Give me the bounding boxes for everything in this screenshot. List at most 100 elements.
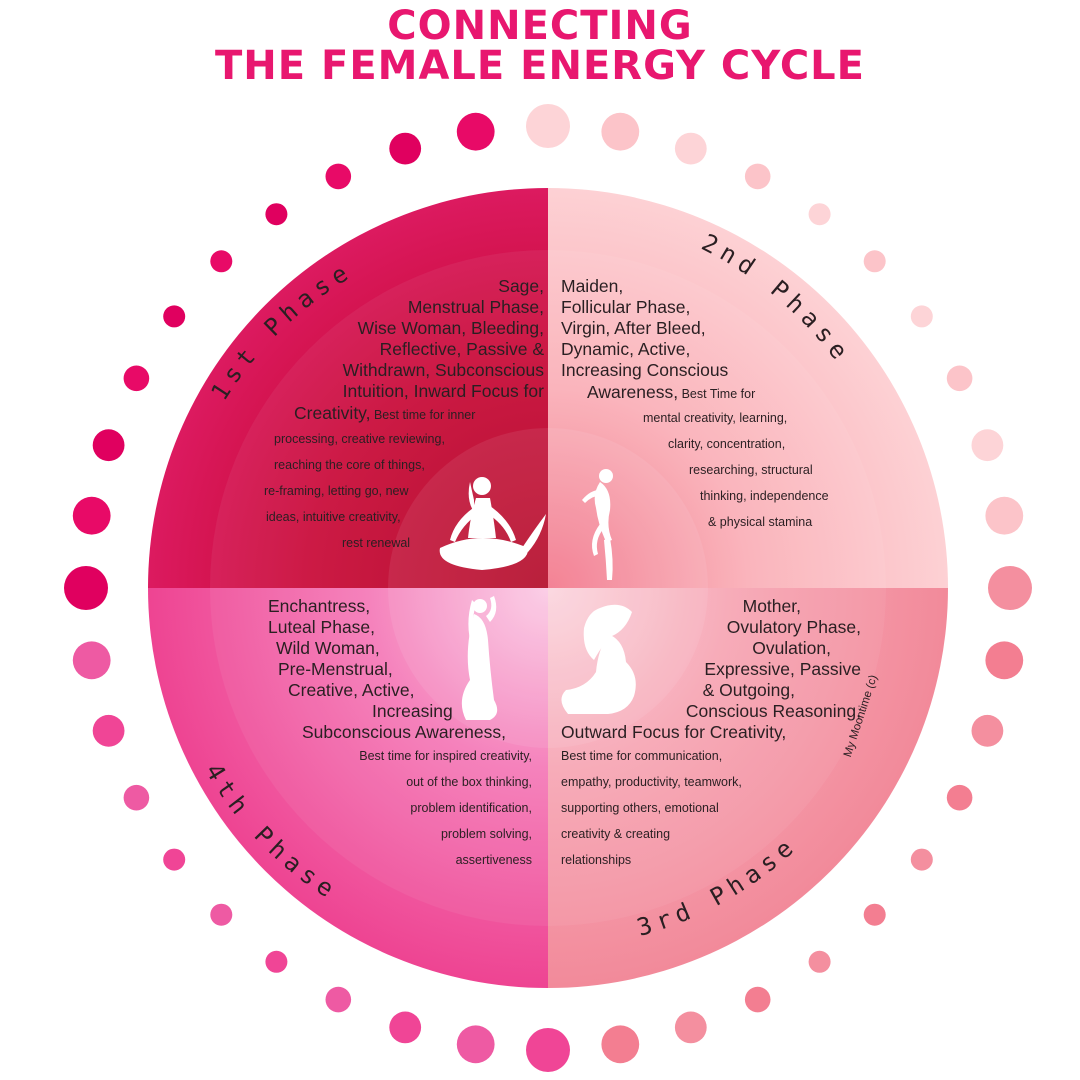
phase-4-small-line: assertiveness bbox=[455, 853, 532, 867]
phase-3-quadrant bbox=[548, 588, 948, 988]
phase-2-small-line: mental creativity, learning, bbox=[643, 411, 788, 425]
phase-4-line: Wild Woman, bbox=[276, 638, 380, 658]
cycle-dot bbox=[210, 250, 233, 273]
phase-4-small-line: problem solving, bbox=[440, 827, 532, 841]
phase-4-small-line: Best time for inspired creativity, bbox=[359, 749, 532, 763]
cycle-dot bbox=[863, 903, 886, 926]
phase-4-line: Subconscious Awareness, bbox=[302, 722, 506, 742]
phase-1-mixed-line: Creativity, Best time for inner bbox=[214, 402, 544, 426]
phase-2-quadrant bbox=[548, 188, 948, 588]
title-line-1: CONNECTING bbox=[387, 3, 693, 49]
phase-1-line: Reflective, Passive & bbox=[379, 339, 544, 359]
phase-3-small-line: supporting others, emotional bbox=[561, 801, 719, 815]
cycle-dot bbox=[601, 112, 640, 151]
phase-4-small-line: out of the box thinking, bbox=[406, 775, 532, 789]
cycle-dot bbox=[389, 132, 422, 165]
phase-3-small-line: Best time for communication, bbox=[561, 749, 723, 763]
cycle-dot bbox=[971, 714, 1004, 747]
phase-4-description: Enchantress, Luteal Phase, Wild Woman, P… bbox=[232, 596, 532, 873]
phase-1-quadrant bbox=[148, 188, 548, 588]
phase-1-small-line: ideas, intuitive creativity, bbox=[266, 510, 401, 524]
phase-1-line: Menstrual Phase, bbox=[407, 297, 544, 317]
phase-1-description: Sage, Menstrual Phase, Wise Woman, Bleed… bbox=[214, 276, 544, 556]
phase-2-line: Dynamic, Active, bbox=[561, 339, 691, 359]
phase-4-small-line: problem identification, bbox=[410, 801, 532, 815]
phase-1-small-line: rest renewal bbox=[342, 536, 411, 550]
phase-2-line: Maiden, bbox=[561, 276, 624, 296]
cycle-dot bbox=[985, 641, 1024, 680]
phase-3-line: Mother, bbox=[742, 596, 801, 616]
phase-4-line: Enchantress, bbox=[268, 596, 371, 616]
phase-3-small-line: empathy, productivity, teamwork, bbox=[561, 775, 742, 789]
phase-1-line: Wise Woman, Bleeding, bbox=[357, 318, 544, 338]
phase-2-small-line: clarity, concentration, bbox=[668, 437, 786, 451]
enchantress-woman-icon bbox=[461, 596, 498, 720]
phase-2-mixed-big: Awareness, bbox=[587, 382, 679, 402]
cycle-dot bbox=[123, 784, 150, 811]
cycle-dot bbox=[92, 714, 125, 747]
phase-1-mixed-big: Creativity, bbox=[294, 403, 371, 423]
phase-3-small-line: creativity & creating bbox=[561, 827, 671, 841]
phase-3-line: Conscious Reasoning, bbox=[685, 701, 861, 721]
cycle-dot bbox=[526, 1028, 570, 1072]
cycle-dot bbox=[674, 1011, 707, 1044]
cycle-dot bbox=[971, 429, 1004, 462]
phase-3-line: & Outgoing, bbox=[702, 680, 795, 700]
cycle-dot bbox=[808, 950, 831, 973]
phase-2-description: Maiden, Follicular Phase, Virgin, After … bbox=[561, 276, 881, 535]
phase-3-small-line: relationships bbox=[561, 853, 632, 867]
title-line-2: THE FEMALE ENERGY CYCLE bbox=[215, 43, 865, 89]
phase-1-small-line: processing, creative reviewing, bbox=[274, 432, 445, 446]
cycle-dot bbox=[910, 848, 933, 871]
cycle-dot bbox=[456, 112, 495, 151]
cycle-dot bbox=[325, 986, 352, 1013]
phase-3-line: Ovulation, bbox=[752, 638, 831, 658]
phase-1-mixed-small: Best time for inner bbox=[370, 408, 476, 422]
cycle-dot bbox=[456, 1025, 495, 1064]
cycle-dot bbox=[744, 986, 771, 1013]
phase-2-small-line: researching, structural bbox=[689, 463, 813, 477]
phase-2-line: Increasing Conscious bbox=[561, 360, 729, 380]
phase-3-description: Mother, Ovulatory Phase, Ovulation, Expr… bbox=[561, 596, 861, 873]
cycle-dot bbox=[72, 641, 111, 680]
cycle-dot bbox=[601, 1025, 640, 1064]
phase-2-mixed-line: Awareness, Best Time for bbox=[561, 381, 881, 405]
cycle-dot bbox=[265, 950, 288, 973]
cycle-dot bbox=[72, 496, 111, 535]
phase-3-line: Ovulatory Phase, bbox=[726, 617, 861, 637]
cycle-dots-ring bbox=[64, 104, 1032, 1072]
cycle-dot bbox=[526, 104, 570, 148]
phase-1-line: Intuition, Inward Focus for bbox=[342, 381, 544, 401]
cycle-dot bbox=[674, 132, 707, 165]
page-title: CONNECTING THE FEMALE ENERGY CYCLE bbox=[0, 6, 1080, 86]
meditating-woman-icon bbox=[439, 477, 546, 570]
cycle-dot bbox=[910, 305, 933, 328]
inner-ring bbox=[210, 250, 886, 926]
cycle-dot bbox=[863, 250, 886, 273]
cycle-dot bbox=[325, 163, 352, 190]
phase-3-line: Expressive, Passive bbox=[704, 659, 861, 679]
cycle-dot bbox=[163, 848, 186, 871]
phase-2-mixed-small: Best Time for bbox=[678, 387, 756, 401]
phase-4-line: Luteal Phase, bbox=[268, 617, 376, 637]
cycle-dot bbox=[988, 566, 1032, 610]
phase-2-small-line: & physical stamina bbox=[708, 515, 813, 529]
phase-2-small-line: thinking, independence bbox=[700, 489, 829, 503]
cycle-dot bbox=[946, 784, 973, 811]
phase-2-line: Follicular Phase, bbox=[561, 297, 691, 317]
dancing-maiden-icon bbox=[582, 469, 613, 580]
cycle-dot bbox=[744, 163, 771, 190]
cycle-dot bbox=[210, 903, 233, 926]
phase-1-line: Sage, bbox=[498, 276, 544, 296]
phase-4-quadrant bbox=[148, 588, 548, 988]
cycle-dot bbox=[92, 429, 125, 462]
pregnant-mother-icon bbox=[561, 604, 636, 714]
cycle-dot bbox=[163, 305, 186, 328]
cycle-dot bbox=[123, 365, 150, 392]
phase-3-line: Outward Focus for Creativity, bbox=[561, 722, 787, 742]
phase-4-line: Creative, Active, bbox=[288, 680, 415, 700]
cycle-dot bbox=[985, 496, 1024, 535]
cycle-dot bbox=[64, 566, 108, 610]
cycle-dot bbox=[265, 203, 288, 226]
